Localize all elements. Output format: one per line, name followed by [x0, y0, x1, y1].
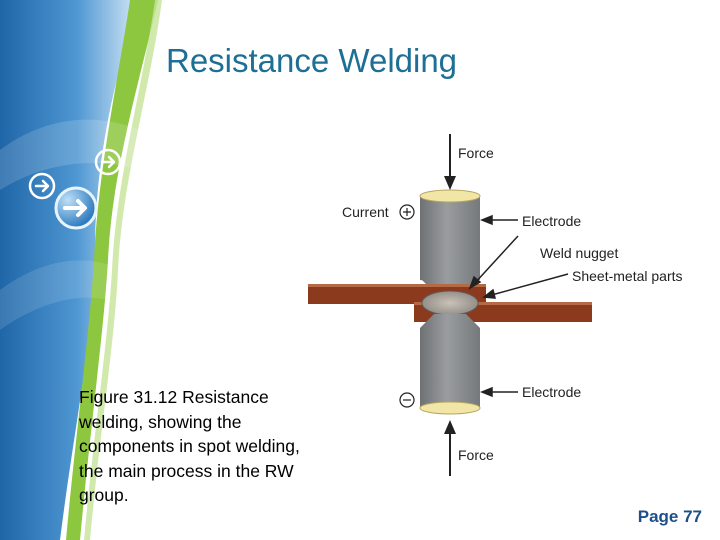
- figure-caption: Figure 31.12 Resistance welding, showing…: [79, 387, 300, 505]
- current-label: Current: [342, 204, 389, 220]
- sheet-metal-label: Sheet-metal parts: [572, 268, 683, 284]
- plus-circle-icon: [399, 204, 415, 220]
- minus-circle-icon: [399, 392, 415, 408]
- electrode-bottom-label: Electrode: [522, 384, 581, 400]
- force-arrow-top: [444, 134, 456, 190]
- top-electrode: [419, 189, 481, 292]
- force-arrow-bottom: [444, 420, 456, 476]
- page-number: Page 77: [637, 507, 702, 526]
- arrow-circle-icon: [54, 186, 98, 230]
- weld-nugget: [421, 290, 479, 316]
- weld-nugget-label: Weld nugget: [540, 245, 618, 261]
- arrow-circle-icon: [28, 172, 56, 200]
- arrow-circle-icon: [94, 148, 122, 176]
- resistance-welding-diagram: Force Current Electrode Weld nugget Shee…: [308, 134, 683, 476]
- slide-title: Resistance Welding: [166, 42, 458, 79]
- bottom-electrode: [419, 314, 481, 415]
- electrode-top-label: Electrode: [522, 213, 581, 229]
- force-top-label: Force: [458, 145, 494, 161]
- force-bottom-label: Force: [458, 447, 494, 463]
- leader-lines: [468, 214, 569, 398]
